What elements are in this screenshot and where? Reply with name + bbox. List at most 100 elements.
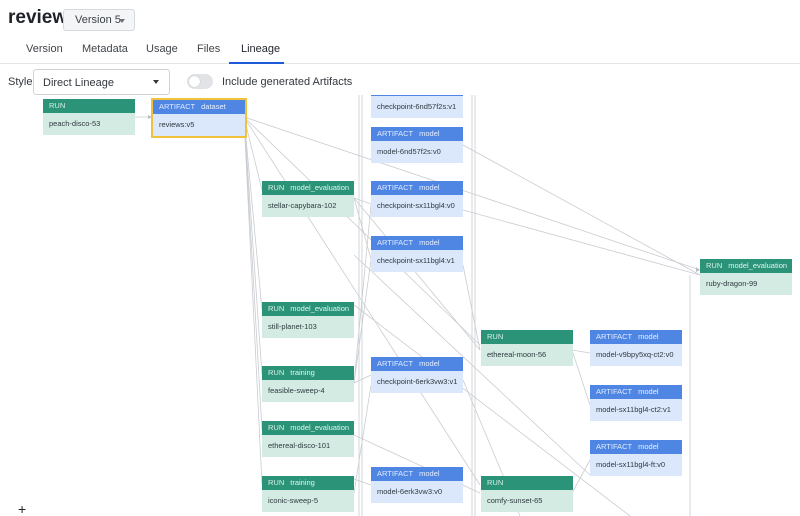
- edge-arrow-icon: [148, 115, 152, 119]
- edge: [571, 459, 591, 494]
- run-node-comfy-sunset-65[interactable]: RUN comfy-sunset-65: [481, 476, 573, 512]
- tab-usage[interactable]: Usage: [146, 43, 178, 55]
- node-name: comfy-sunset-65: [481, 490, 573, 512]
- node-name: still-planet-103: [262, 316, 354, 338]
- node-name: iconic-sweep-5: [262, 490, 354, 512]
- node-name: checkpoint-sx11bgl4:v1: [371, 250, 463, 272]
- node-header: RUN: [481, 476, 573, 490]
- node-name: model-sx11bgl4-ft:v0: [590, 454, 682, 476]
- run-node-ethereal-moon-56[interactable]: RUN ethereal-moon-56: [481, 330, 573, 366]
- node-name: model-6erk3vw3:v0: [371, 481, 463, 503]
- edge: [353, 374, 372, 384]
- run-node-peach-disco-53[interactable]: RUN peach-disco-53: [43, 99, 135, 135]
- edge: [353, 197, 372, 260]
- tab-files[interactable]: Files: [197, 43, 221, 55]
- chevron-down-icon: [153, 80, 159, 84]
- edge: [243, 116, 263, 311]
- tab-lineage[interactable]: Lineage: [241, 43, 281, 55]
- tab-version[interactable]: Version: [26, 43, 63, 55]
- artifact-title: reviews: [8, 7, 78, 28]
- chevron-down-icon: [119, 19, 125, 23]
- edge: [571, 349, 591, 354]
- lineage-style-dropdown[interactable]: Direct Lineage: [33, 69, 170, 95]
- generated-artifacts-label: Include generated Artifacts: [222, 76, 353, 88]
- edge: [353, 254, 591, 476]
- edge: [353, 478, 372, 486]
- style-label: Style: [8, 76, 33, 88]
- node-name: checkpoint-sx11bgl4:v0: [371, 195, 463, 217]
- node-name: ruby-dragon-99: [700, 273, 792, 295]
- tab-metadata[interactable]: Metadata: [82, 43, 128, 55]
- tab-bar: Version Metadata Usage Files Lineage: [0, 38, 800, 64]
- edge: [353, 259, 372, 384]
- node-header: RUN: [43, 99, 135, 113]
- edge: [571, 349, 591, 406]
- edge: [243, 116, 263, 486]
- node-header: RUN: [481, 330, 573, 344]
- edge-arrow-icon: [696, 267, 700, 272]
- node-name: checkpoint-6nd57f2s:v1: [371, 96, 463, 118]
- edge: [462, 264, 481, 351]
- edge: [353, 197, 372, 205]
- node-name: feasible-sweep-4: [262, 380, 354, 402]
- version-dropdown-value: Version 5: [75, 14, 121, 26]
- node-name: model-v9bpy5xq-ct2:v0: [590, 344, 682, 366]
- node-header: [371, 95, 463, 96]
- node-name: peach-disco-53: [43, 113, 135, 135]
- node-name: ethereal-disco-101: [262, 435, 354, 457]
- edge: [353, 204, 372, 384]
- edge: [462, 144, 701, 276]
- lineage-edges: [134, 95, 701, 516]
- artifact-node-checkpoint-6nd57f2s-v1[interactable]: checkpoint-6nd57f2s:v1: [371, 95, 463, 118]
- artifact-header: reviews Version 5: [0, 0, 800, 38]
- node-name: model-6nd57f2s:v0: [371, 141, 463, 163]
- node-name: checkpoint-6erk3vw3:v1: [371, 371, 463, 393]
- version-dropdown[interactable]: Version 5: [63, 9, 135, 31]
- edge: [243, 116, 263, 431]
- zoom-in-button[interactable]: +: [18, 501, 27, 516]
- node-name: model-sx11bgl4-ct2:v1: [590, 399, 682, 421]
- toggle-knob: [189, 76, 200, 87]
- edge: [353, 197, 481, 351]
- edge: [243, 116, 263, 191]
- edge: [243, 116, 263, 376]
- generated-artifacts-toggle[interactable]: [187, 74, 213, 89]
- node-name: reviews:v5: [153, 114, 245, 136]
- lineage-style-value: Direct Lineage: [43, 77, 114, 89]
- active-tab-indicator: [229, 62, 284, 64]
- node-name: stellar-capybara-102: [262, 195, 354, 217]
- edge: [353, 304, 631, 516]
- edge: [462, 209, 701, 276]
- node-name: ethereal-moon-56: [481, 344, 573, 366]
